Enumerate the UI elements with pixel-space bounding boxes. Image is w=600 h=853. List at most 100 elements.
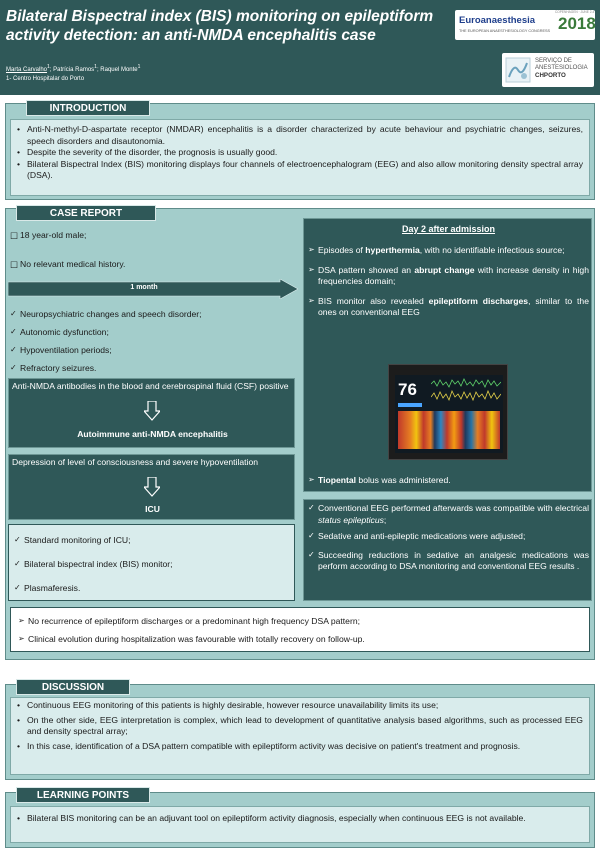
after-item1-italic: status epilepticus: [318, 514, 384, 525]
author-2-affiliation: 1: [94, 64, 97, 70]
dsa-spectrogram-graphic: [398, 411, 500, 449]
service-logo-line1: SERVIÇO DE: [535, 58, 572, 64]
day2-item2-pre: DSA pattern showed an: [318, 264, 415, 275]
case-report-heading: CASE REPORT: [16, 205, 156, 221]
down-arrow-icon: [144, 401, 160, 421]
author-separator: ;: [49, 67, 54, 73]
euroanaesthesia-logo-tagline: THE EUROPEAN ANAESTHESIOLOGY CONGRESS: [459, 29, 551, 33]
introduction-item: Bilateral Bispectral Index (BIS) monitor…: [15, 159, 583, 182]
author-1-affiliation: 1: [47, 64, 50, 70]
history-list-2: No relevant medical history.: [8, 259, 298, 271]
history-item: No relevant medical history.: [8, 259, 298, 271]
bis-monitor-photo: 76: [388, 364, 508, 460]
discussion-heading: DISCUSSION: [16, 679, 130, 695]
consciousness-text: Depression of level of consciousness and…: [12, 457, 259, 467]
day2-item3-pre: BIS monitor also revealed: [318, 295, 429, 306]
day2-item-hyperthermia: Episodes of hyperthermia, with no identi…: [306, 245, 589, 257]
author-3-affiliation: 1: [137, 64, 141, 70]
author-3: Raquel Monte: [100, 67, 138, 73]
timeline-label: 1 month: [130, 284, 158, 291]
antibodies-box: Anti-NMDA antibodies in the blood and ce…: [8, 378, 295, 448]
bis-monitor-value: 76: [398, 380, 417, 399]
day2-item3-bold: epileptiform discharges: [428, 295, 529, 306]
discussion-item: In this case, identification of a DSA pa…: [15, 741, 583, 753]
day2-item2-post: with increase density in high frequencie…: [318, 264, 589, 287]
author-2: Patrícia Ramos: [53, 67, 95, 73]
after-list: Conventional EEG performed afterwards wa…: [306, 503, 589, 573]
outcome-box: No recurrence of epileptiform discharges…: [10, 607, 590, 652]
service-logo-org: CHPORTO: [535, 72, 566, 80]
introduction-item: Anti-N-methyl-D-aspartate receptor (NMDA…: [15, 124, 583, 147]
learning-points-heading: LEARNING POINTS: [16, 787, 150, 803]
bis-monitor-bar: [398, 403, 422, 407]
introduction-list: Anti-N-methyl-D-aspartate receptor (NMDA…: [15, 124, 583, 182]
introduction-item: Despite the severity of the disorder, th…: [15, 147, 583, 159]
outcome-item: No recurrence of epileptiform discharges…: [16, 612, 584, 630]
history-list: 18 year-old male;: [8, 230, 298, 242]
day2-list: Episodes of hyperthermia, with no identi…: [306, 245, 589, 319]
euroanaesthesia-logo-year: 2018: [558, 14, 596, 33]
after-item1-post: ;: [383, 514, 387, 525]
after-item-reductions: Succeeding reductions in sedative an ana…: [306, 550, 589, 573]
author-block: Marta Carvalho1; Patrícia Ramos1; Raquel…: [6, 64, 140, 83]
learning-points-textbox: Bilateral BIS monitoring can be an adjuv…: [10, 806, 590, 843]
day2-list-2: Tiopental bolus was administered.: [306, 475, 589, 487]
symptom-item: Neuropsychiatric changes and speech diso…: [8, 305, 298, 323]
introduction-heading: INTRODUCTION: [26, 100, 150, 116]
day2-item3-post: , similar to the ones on conventional EE…: [318, 295, 589, 318]
discussion-list: Continuous EEG monitoring of this patien…: [15, 700, 583, 752]
day2-heading: Day 2 after admission: [401, 224, 496, 234]
after-box: Conventional EEG performed afterwards wa…: [303, 499, 592, 601]
down-arrow-icon: [144, 477, 160, 497]
learning-points-list: Bilateral BIS monitoring can be an adjuv…: [15, 813, 583, 825]
author-separator: ;: [96, 67, 101, 73]
symptoms-list: Neuropsychiatric changes and speech diso…: [8, 305, 298, 377]
euroanaesthesia-logo-name: Euroanaesthesia: [459, 15, 536, 26]
bis-monitor-screen: 76: [395, 375, 503, 453]
anesthesiology-service-logo: SERVIÇO DE ANESTESIOLOGIA CHPORTO: [502, 53, 594, 87]
symptom-item: Hypoventilation periods;: [8, 341, 298, 359]
day2-item1-post: , with no identifiable infectious source…: [419, 245, 565, 255]
day2-item-dsa: DSA pattern showed an abrupt change with…: [306, 265, 589, 288]
icu-list: Standard monitoring of ICU; Bilateral bi…: [12, 528, 291, 600]
service-logo-text: SERVIÇO DE ANESTESIOLOGIA CHPORTO: [535, 58, 588, 80]
consciousness-box: Depression of level of consciousness and…: [8, 454, 295, 520]
euroanaesthesia-logo: COPENHAGEN · JUNE 2-4 Euroanaesthesia 20…: [455, 10, 596, 40]
day2-item1-bold: hyperthermia: [365, 245, 420, 255]
day2-item-bis: BIS monitor also revealed epileptiform d…: [306, 296, 589, 319]
euroanaesthesia-logo-top: COPENHAGEN · JUNE 2-4: [555, 10, 595, 14]
discussion-textbox: Continuous EEG monitoring of this patien…: [10, 697, 590, 775]
antibodies-result: Autoimmune anti-NMDA encephalitis: [77, 429, 228, 439]
day2-item2-bold: abrupt change: [414, 264, 475, 275]
service-logo-line2: ANESTESIOLOGIA: [535, 65, 588, 72]
affiliation: 1- Centro Hospitalar do Porto: [6, 75, 85, 82]
author-1: Marta Carvalho: [6, 67, 48, 73]
poster-header: Bilateral Bispectral index (BIS) monitor…: [0, 0, 600, 95]
introduction-textbox: Anti-N-methyl-D-aspartate receptor (NMDA…: [10, 119, 590, 196]
icu-box: Standard monitoring of ICU; Bilateral bi…: [8, 524, 295, 601]
symptom-item: Refractory seizures.: [8, 359, 298, 377]
day2-item1-pre: Episodes of: [318, 245, 366, 255]
eeg-waveform-graphic: [431, 378, 501, 402]
consciousness-result: ICU: [145, 504, 160, 514]
day2-item4-bold: Tiopental: [318, 475, 357, 485]
history-item: 18 year-old male;: [8, 230, 298, 242]
outcome-item: Clinical evolution during hospitalizatio…: [16, 630, 584, 648]
timeline-arrow: [8, 279, 298, 299]
outcome-list: No recurrence of epileptiform discharges…: [16, 612, 584, 648]
service-logo-icon: [505, 57, 531, 83]
antibodies-text: Anti-NMDA antibodies in the blood and ce…: [12, 381, 289, 391]
symptom-item: Autonomic dysfunction;: [8, 323, 298, 341]
icu-item: Plasmaferesis.: [12, 576, 291, 600]
after-item-eeg: Conventional EEG performed afterwards wa…: [306, 503, 589, 526]
discussion-item: On the other side, EEG interpretation is…: [15, 715, 583, 738]
after-item1-pre: Conventional EEG performed afterwards wa…: [318, 503, 589, 513]
day2-item-tiopental: Tiopental bolus was administered.: [306, 475, 589, 487]
icu-item: Standard monitoring of ICU;: [12, 528, 291, 552]
discussion-item: Continuous EEG monitoring of this patien…: [15, 700, 583, 712]
icu-item: Bilateral bispectral index (BIS) monitor…: [12, 552, 291, 576]
day2-box: Day 2 after admission Episodes of hypert…: [303, 218, 592, 492]
poster-title: Bilateral Bispectral index (BIS) monitor…: [6, 8, 434, 45]
learning-point-item: Bilateral BIS monitoring can be an adjuv…: [15, 813, 583, 825]
day2-item4-post: bolus was administered.: [356, 475, 451, 485]
